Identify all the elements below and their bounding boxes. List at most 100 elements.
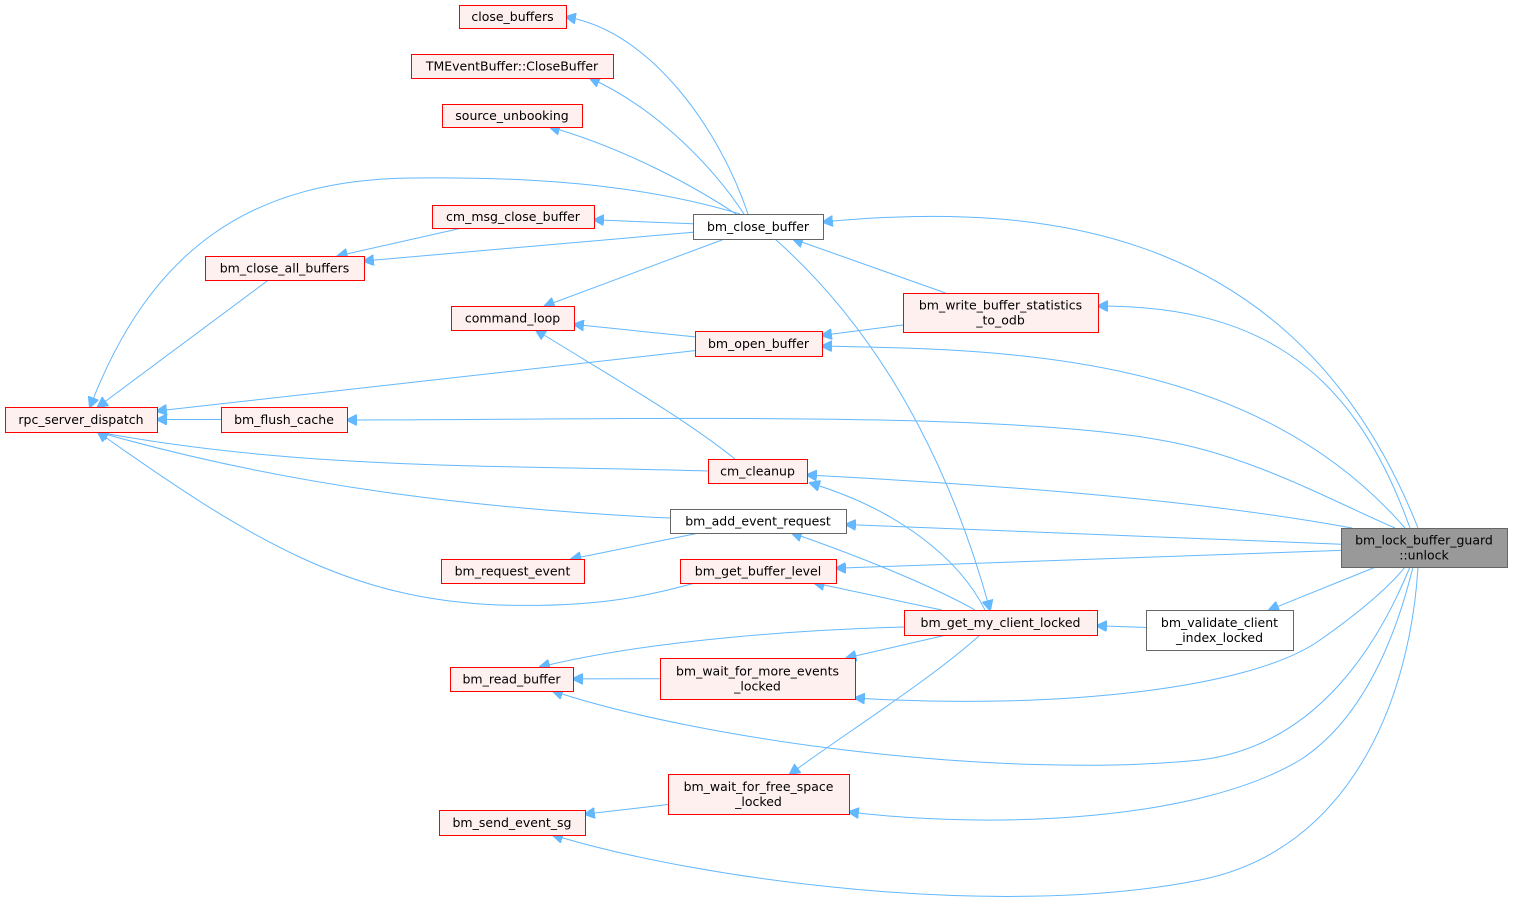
node-layer: bm_lock_buffer_guard::unlock close_buffer… [5, 5, 1508, 836]
edge-cm_cleanup-to-bm_get_client [810, 483, 986, 611]
node-label: close_buffers [471, 9, 553, 24]
edge-bm_get_client-to-bm_validate [1097, 626, 1147, 628]
node-command-loop[interactable]: command_loop [451, 306, 575, 331]
node-label: _index_locked [1175, 630, 1263, 645]
edge-close_buffers-to-bm_close_buffer [566, 17, 749, 215]
node-bm-add-event[interactable]: bm_add_event_request [670, 509, 847, 534]
node-box [441, 559, 585, 584]
node-label: cm_cleanup [720, 464, 795, 479]
node-bm-flush[interactable]: bm_flush_cache [221, 407, 348, 433]
node-box [670, 509, 847, 534]
edge-bm_wait_free-to-unlock [849, 566, 1414, 821]
node-label: bm_send_event_sg [453, 815, 572, 830]
node-label: bm_open_buffer [708, 336, 810, 351]
node-box [451, 306, 575, 331]
node-label: _locked [734, 794, 782, 809]
edge-bm_close_buffer-to-unlock [823, 216, 1419, 529]
node-bm-validate[interactable]: bm_validate_client_index_locked [1146, 610, 1294, 651]
node-label: ::unlock [1399, 548, 1449, 563]
node-bm-close-all[interactable]: bm_close_all_buffers [205, 256, 365, 281]
edge-bm_validate-to-unlock [1269, 566, 1376, 610]
node-box [459, 5, 567, 29]
edge-rpc-to-bm_close_buffer [90, 177, 741, 407]
node-unlock[interactable]: bm_lock_buffer_guard::unlock [1341, 528, 1508, 568]
edge-rpc-to-cm_cleanup [98, 432, 709, 472]
edge-rpc-to-bm_close_all [98, 279, 269, 407]
edge-command_loop-to-bm_open_buffer [574, 324, 696, 338]
node-bm-close-buffer[interactable]: bm_close_buffer [693, 214, 824, 240]
edge-bm_add_event-to-bm_get_client [792, 533, 976, 611]
node-close-buffers[interactable]: close_buffers [459, 5, 567, 29]
node-box [450, 667, 574, 692]
edge-bm_close_all-to-bm_close_buffer [364, 231, 694, 261]
node-label: bm_lock_buffer_guard [1355, 533, 1493, 548]
node-box [904, 610, 1098, 636]
edge-bm_get_level-to-bm_get_client [815, 583, 942, 611]
edge-bm_request-to-bm_add_event [571, 532, 700, 559]
edge-bm_wait_more-to-bm_get_client [847, 634, 947, 658]
node-bm-request[interactable]: bm_request_event [441, 559, 585, 584]
node-box [680, 559, 837, 584]
node-box [693, 214, 824, 240]
node-label: command_loop [465, 311, 560, 326]
node-box [1341, 528, 1508, 568]
edge-bm_open_buffer-to-bm_write_stats [822, 324, 904, 335]
node-box [695, 331, 823, 357]
node-bm-get-level[interactable]: bm_get_buffer_level [680, 559, 837, 584]
node-label: bm_read_buffer [462, 672, 561, 687]
node-source-unbooking[interactable]: source_unbooking [442, 104, 583, 128]
node-box [903, 293, 1099, 333]
node-box [668, 774, 850, 815]
node-box [432, 205, 595, 229]
node-bm-write-stats[interactable]: bm_write_buffer_statistics_to_odb [903, 293, 1099, 333]
edge-bm_close_buffer-to-bm_write_stats [793, 239, 946, 294]
edge-bm_wait_more-to-unlock [855, 566, 1406, 701]
edge-cm_cleanup-to-unlock [807, 475, 1353, 529]
edge-rpc-to-bm_open_buffer [157, 350, 696, 411]
node-bm-wait-free[interactable]: bm_wait_for_free_space_locked [668, 774, 850, 815]
edge-bm_wait_free-to-bm_get_client [790, 634, 981, 774]
edge-cm_msg_close-to-bm_close_buffer [594, 220, 694, 224]
node-box [5, 407, 158, 433]
node-cm-msg-close[interactable]: cm_msg_close_buffer [432, 205, 595, 229]
node-label: cm_msg_close_buffer [446, 209, 581, 224]
node-label: bm_close_buffer [707, 219, 810, 234]
node-bm-send[interactable]: bm_send_event_sg [439, 810, 586, 836]
edge-bm_write_stats-to-unlock [1098, 306, 1411, 529]
edge-bm_close_all-to-cm_msg_close [338, 227, 463, 256]
node-label: bm_get_buffer_level [695, 564, 821, 579]
node-tm-close[interactable]: TMEventBuffer::CloseBuffer [411, 54, 614, 79]
edge-bm_open_buffer-to-unlock [822, 346, 1406, 529]
node-box [708, 459, 808, 484]
node-box [221, 407, 348, 433]
edge-command_loop-to-cm_cleanup [536, 330, 736, 460]
edge-rpc-to-bm_add_event [98, 432, 671, 519]
edge-bm_flush-to-unlock [347, 418, 1396, 529]
node-label: bm_get_my_client_locked [921, 615, 1081, 630]
edge-bm_read-to-bm_get_client [540, 626, 905, 667]
node-bm-open-buffer[interactable]: bm_open_buffer [695, 331, 823, 357]
node-label: bm_wait_for_more_events [676, 664, 839, 679]
edge-command_loop-to-bm_close_buffer [545, 238, 725, 306]
node-label: bm_add_event_request [685, 514, 831, 529]
node-cm-cleanup[interactable]: cm_cleanup [708, 459, 808, 484]
node-box [660, 658, 856, 700]
node-label: bm_flush_cache [234, 412, 334, 427]
edge-layer [90, 17, 1419, 897]
node-label: bm_validate_client [1161, 615, 1278, 630]
edge-source_unbooking-to-bm_close_buffer [550, 127, 737, 215]
node-bm-wait-more[interactable]: bm_wait_for_more_events_locked [660, 658, 856, 700]
node-label: bm_close_all_buffers [220, 261, 349, 276]
node-label: TMEventBuffer::CloseBuffer [425, 59, 599, 74]
node-label: _to_odb [975, 313, 1025, 328]
node-bm-get-client[interactable]: bm_get_my_client_locked [904, 610, 1098, 636]
node-bm-read[interactable]: bm_read_buffer [450, 667, 574, 692]
edge-bm_read-to-unlock [553, 566, 1411, 766]
node-rpc[interactable]: rpc_server_dispatch [5, 407, 158, 433]
node-label: source_unbooking [455, 108, 568, 123]
node-label: bm_write_buffer_statistics [919, 298, 1082, 313]
node-label: bm_wait_for_free_space [684, 779, 834, 794]
edge-bm_send-to-unlock [553, 566, 1419, 897]
edge-bm_get_level-to-unlock [836, 549, 1342, 568]
